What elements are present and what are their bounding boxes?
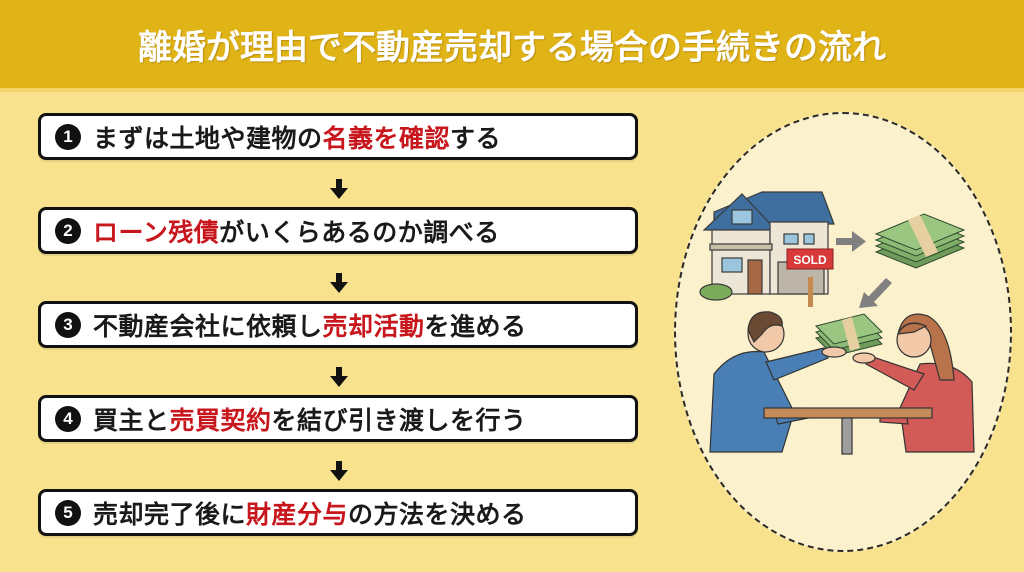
man-figure [709, 311, 847, 453]
step-text-post: を進める [424, 311, 527, 341]
woman-figure [852, 313, 975, 453]
step-text-highlight: 財産分与 [246, 499, 349, 529]
step-text-highlight: 名義を確認 [322, 123, 451, 153]
step-text-pre: 売却完了後に [93, 499, 247, 529]
svg-text:SOLD: SOLD [793, 253, 827, 267]
header-divider [0, 88, 1024, 92]
down-arrow-icon [330, 273, 348, 293]
step-text-post: がいくらあるのか調べる [219, 217, 500, 247]
header-banner: 離婚が理由で不動産売却する場合の手続きの流れ [0, 0, 1024, 88]
table [763, 407, 933, 455]
step-2: 2 ローン残債がいくらあるのか調べる [38, 207, 638, 254]
step-4: 4 買主と売買契約を結び引き渡しを行う [38, 395, 638, 442]
step-number-badge: 2 [55, 217, 81, 244]
sold-sign: SOLD [786, 248, 834, 307]
right-arrow-icon [836, 231, 866, 252]
money-stack-icon [874, 213, 966, 269]
down-arrow-icon [330, 179, 348, 199]
down-left-arrow-icon [859, 278, 892, 308]
page-title: 離婚が理由で不動産売却する場合の手続きの流れ [138, 27, 886, 68]
step-1: 1 まずは土地や建物の名義を確認する [38, 113, 638, 160]
step-text-highlight: ローン残債 [93, 217, 220, 247]
step-text: 売却完了後に財産分与の方法を決める [93, 495, 527, 531]
house-icon [699, 191, 835, 301]
step-text: 不動産会社に依頼し売却活動を進める [93, 307, 527, 343]
illustration: SOLD [699, 191, 975, 455]
down-arrow-icon [330, 461, 348, 481]
step-number-badge: 4 [55, 405, 81, 432]
step-5: 5 売却完了後に財産分与の方法を決める [38, 489, 638, 536]
step-text-pre: 買主と [93, 405, 170, 435]
step-number-badge: 3 [55, 311, 81, 338]
step-3: 3 不動産会社に依頼し売却活動を進める [38, 301, 638, 348]
step-text-pre: まずは土地や建物の [93, 123, 323, 153]
step-number-badge: 1 [55, 123, 81, 150]
step-text-pre: 不動産会社に依頼し [93, 311, 323, 341]
step-text-post: を結び引き渡しを行う [271, 405, 527, 435]
step-text: まずは土地や建物の名義を確認する [93, 119, 501, 155]
step-text: 買主と売買契約を結び引き渡しを行う [93, 401, 527, 437]
step-text-highlight: 売買契約 [169, 405, 272, 435]
step-number-badge: 5 [55, 499, 81, 526]
step-text-post: の方法を決める [348, 499, 527, 529]
down-arrow-icon [330, 367, 348, 387]
step-text-post: する [450, 123, 502, 153]
step-text: ローン残債がいくらあるのか調べる [93, 213, 500, 249]
step-text-highlight: 売却活動 [322, 311, 425, 341]
